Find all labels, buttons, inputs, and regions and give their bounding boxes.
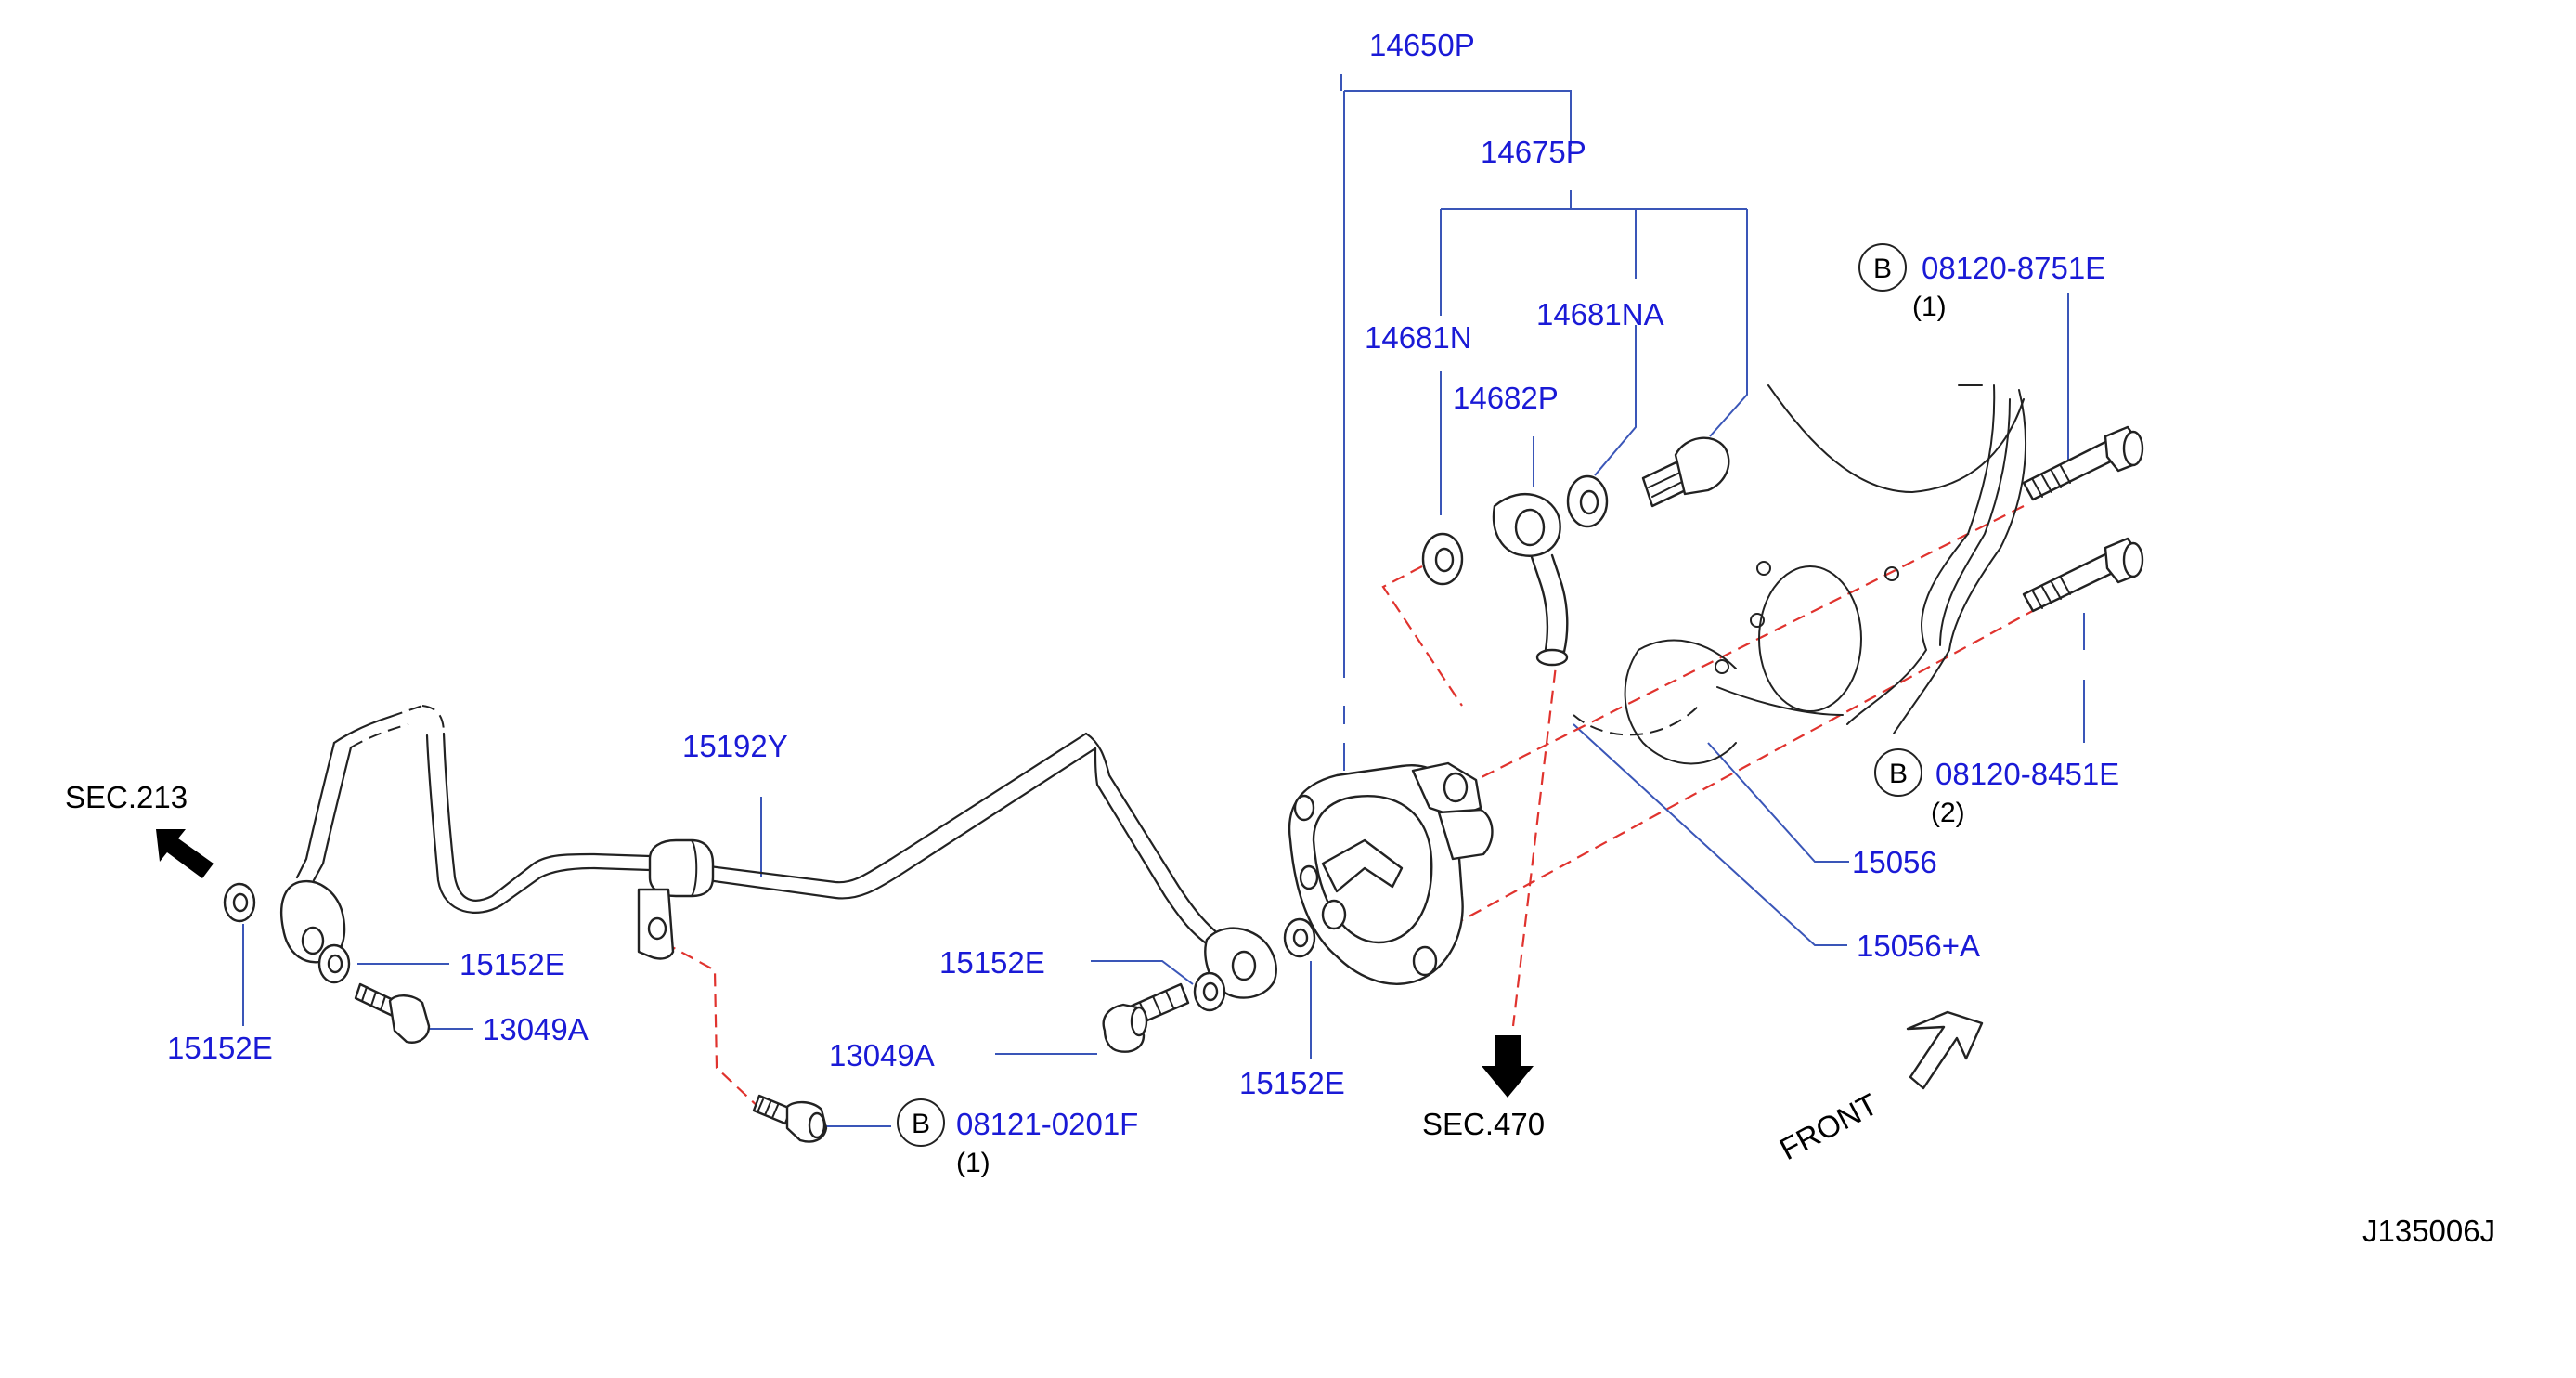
label-15192Y: 15192Y: [682, 729, 788, 763]
label-14682P: 14682P: [1453, 381, 1559, 415]
washer-15152E-center: [1193, 971, 1226, 1012]
bolt-marker-8751: B: [1858, 243, 1907, 292]
leader-lines: [242, 74, 2085, 1127]
washer-15152E-far-left: [223, 882, 256, 923]
bolt-08120-8751E: [2022, 425, 2144, 501]
bolt-marker-8451: B: [1874, 748, 1922, 797]
label-14675P: 14675P: [1481, 135, 1586, 169]
label-15056: 15056: [1852, 845, 1937, 879]
label-15152E-mid-left: 15152E: [460, 947, 565, 982]
label-08121-0201F: 08121-0201F: [956, 1107, 1138, 1141]
bolt-marker-letter: B: [912, 1109, 930, 1139]
engine-front-case: [1573, 384, 2026, 765]
label-08120-8451E: 08120-8451E: [1935, 757, 2119, 791]
bolt-08120-8451E: [2022, 537, 2144, 613]
connector-14675P: [1641, 436, 1730, 508]
oil-pipe-15192Y: [279, 705, 1277, 999]
bolt-marker-letter: B: [1889, 759, 1908, 789]
label-14681N: 14681N: [1365, 320, 1472, 355]
label-15056-A: 15056+A: [1857, 929, 1980, 963]
arrow-sec213-icon: [156, 829, 214, 878]
ref-sec213: SEC.213: [65, 780, 188, 814]
bolt-marker-0201: B: [897, 1098, 945, 1147]
qty-08120-8451E: (2): [1931, 798, 1965, 828]
washer-15152E-right: [1283, 917, 1316, 958]
label-13049A-center: 13049A: [829, 1038, 935, 1072]
label-14681NA: 14681NA: [1536, 297, 1664, 332]
vacuum-pump-15056: [1288, 761, 1494, 985]
label-15152E-center: 15152E: [939, 945, 1045, 980]
part-labels: 14650P 14675P 14681N 14681NA 14682P 0812…: [167, 28, 2119, 1178]
bolt-marker-letter: B: [1873, 254, 1892, 284]
washer-15152E-mid-left: [317, 943, 351, 984]
arrow-sec470-icon: [1482, 1035, 1534, 1098]
label-08120-8751E: 08120-8751E: [1922, 251, 2105, 285]
assembly-lines: [663, 505, 2039, 1111]
front-arrow-icon: [1906, 1010, 1984, 1090]
bolt-08121-0201F: [752, 1094, 828, 1143]
label-14650P: 14650P: [1369, 28, 1475, 62]
washer-14681N: [1421, 532, 1464, 586]
label-15152E-far-left: 15152E: [167, 1031, 273, 1065]
eye-bolt-13049A-center: [1102, 982, 1190, 1053]
qty-08120-8751E: (1): [1912, 292, 1947, 322]
ref-sec470: SEC.470: [1422, 1107, 1545, 1141]
label-15152E-right: 15152E: [1239, 1066, 1345, 1100]
eye-bolt-13049A-left: [354, 982, 431, 1044]
qty-08121-0201F: (1): [956, 1148, 990, 1178]
diagram-id: J135006J: [2362, 1214, 2495, 1248]
ref-front: FRONT: [1774, 1086, 1883, 1166]
hose-14682P: [1492, 492, 1569, 667]
label-13049A-left: 13049A: [483, 1012, 589, 1046]
washer-14681NA: [1566, 474, 1609, 528]
